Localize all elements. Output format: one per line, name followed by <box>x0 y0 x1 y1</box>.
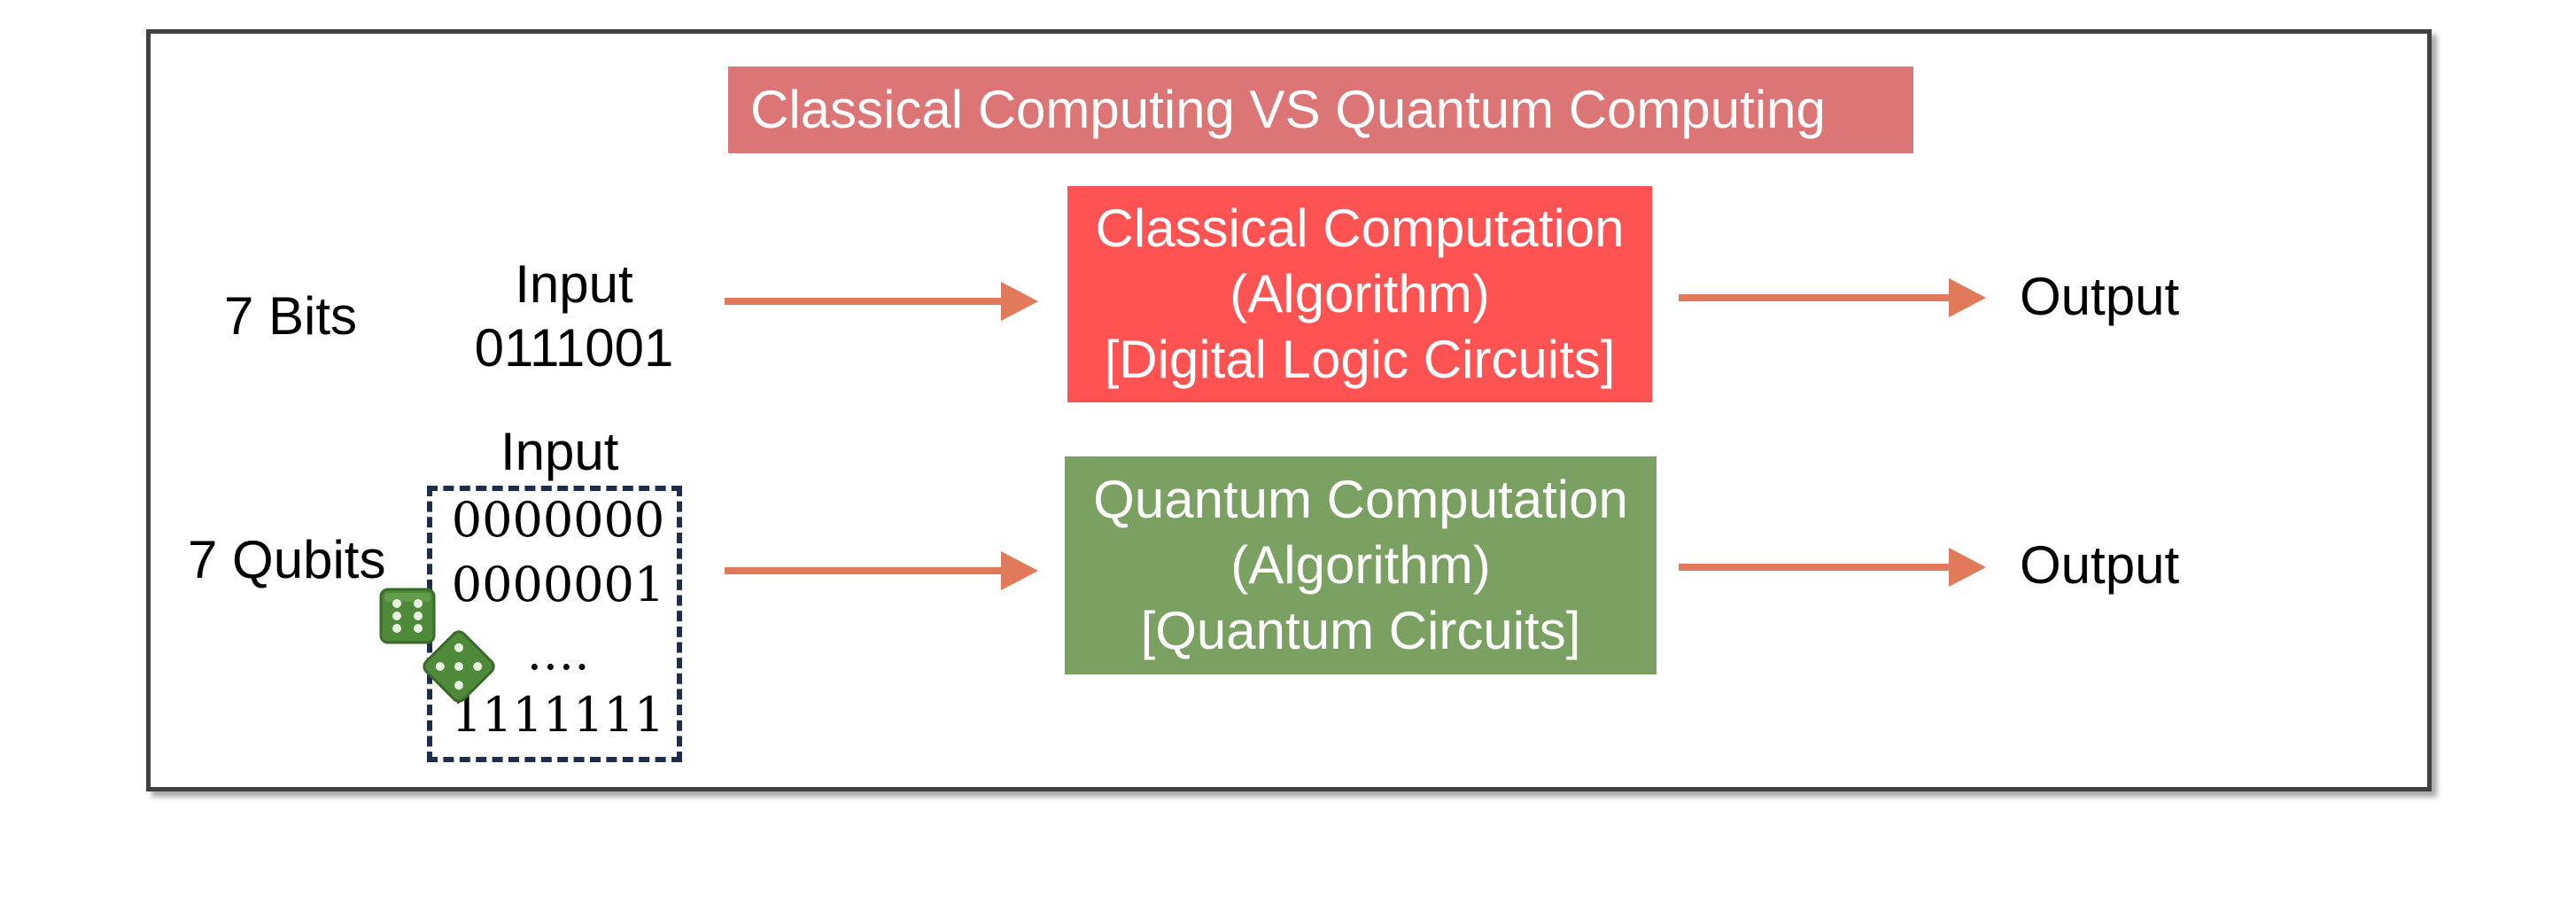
diagram-title: Classical Computing VS Quantum Computing <box>728 66 1913 153</box>
quantum-computation-box: Quantum Computation (Algorithm) [Quantum… <box>1065 456 1657 674</box>
qubit-state: 0000001 <box>451 557 665 612</box>
qubit-state-ellipsis: …. <box>526 625 590 681</box>
classical-input-block: Input 0111001 <box>468 253 680 380</box>
classical-box-line: (Algorithm) <box>1230 264 1490 323</box>
classical-output-label: Output <box>2020 267 2180 326</box>
classical-input-label: Input <box>515 254 633 314</box>
quantum-input-label: Input <box>500 422 619 481</box>
quantum-output-label: Output <box>2020 535 2180 595</box>
bits-register-label: 7 Bits <box>224 286 358 346</box>
classical-box-line: Classical Computation <box>1095 199 1625 258</box>
qubits-register-label: 7 Qubits <box>188 530 386 589</box>
qubit-state: 1111111 <box>451 687 665 743</box>
quantum-box-line: Quantum Computation <box>1093 470 1628 529</box>
quantum-box-line: [Quantum Circuits] <box>1140 601 1581 660</box>
qubit-state: 0000000 <box>451 492 665 548</box>
classical-computation-box: Classical Computation (Algorithm) [Digit… <box>1067 186 1652 402</box>
classical-box-line: [Digital Logic Circuits] <box>1104 330 1616 389</box>
quantum-box-line: (Algorithm) <box>1230 535 1491 595</box>
classical-input-value: 0111001 <box>474 318 674 378</box>
